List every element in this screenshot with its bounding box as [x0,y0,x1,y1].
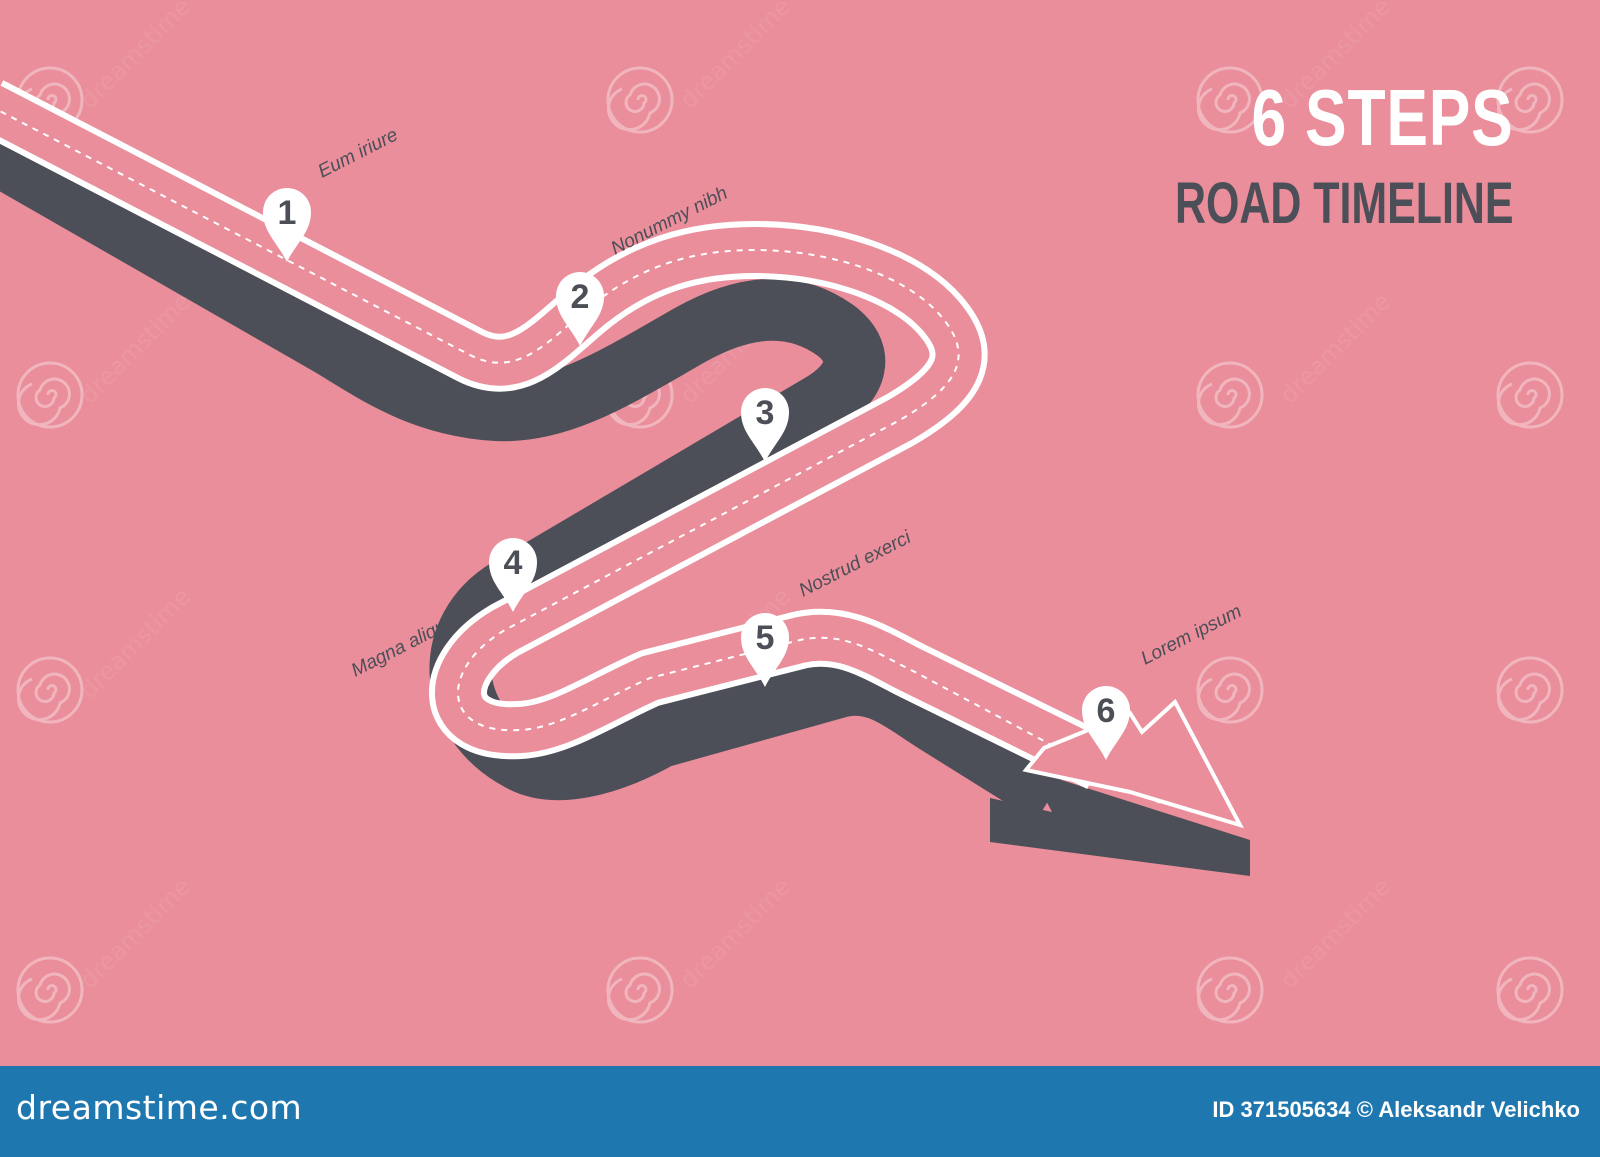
watermark-spiral-icon [1196,361,1264,429]
title-secondary: ROAD TIMELINE [1175,171,1514,236]
step-pin-marker [263,188,311,262]
watermark-spiral-icon [1496,956,1564,1024]
title-primary: 6 STEPS [1251,73,1514,162]
step-label: Nostrud exerci [796,527,915,602]
watermark-text: dreamstime [74,0,196,114]
watermark-spiral-icon [16,361,84,429]
watermark-spiral-icon [16,956,84,1024]
watermark-spiral-icon [1196,956,1264,1024]
road-side [0,123,1250,876]
step-pin-marker [489,538,537,612]
step-number: 4 [504,544,523,582]
footer-logo[interactable]: dreamstime.com [16,1088,303,1127]
road-top [0,80,1244,829]
watermark-spiral-icon [606,66,674,134]
arrow-head-side [990,770,1250,876]
watermark-text: dreamstime [74,583,196,705]
step-number: 1 [278,194,297,232]
footer-bar: dreamstime.com ID 371505634 © Aleksandr … [0,1066,1600,1157]
step-pin-marker [1082,686,1130,760]
watermark-spiral-icon [1196,656,1264,724]
road-center-dashes [0,110,1161,804]
road-side-path [0,123,1069,822]
step-pin-marker [556,272,604,346]
step-label: Eum iriure [315,124,402,182]
step-1: 1 Eum iriure [263,124,401,262]
road-timeline-canvas: dreamstime dreamstime dreamstime dreamstime… [0,0,1564,1024]
step-number: 3 [756,394,775,432]
step-number: 2 [571,278,590,316]
watermark-spiral-icon [16,656,84,724]
arrow-head-top [1022,698,1244,829]
watermark-spiral-icon [1496,361,1564,429]
title-block: 6 STEPS ROAD TIMELINE [1056,78,1514,236]
step-number: 5 [756,619,775,657]
step-pin-marker [741,613,789,687]
footer-credit: ID 371505634 © Aleksandr Velichko [1212,1097,1580,1122]
watermark-text: dreamstime [674,0,796,114]
watermark-text: dreamstime [74,873,196,995]
watermark-spiral-icon [1496,656,1564,724]
watermark-spiral-icon [606,956,674,1024]
step-pin-marker [741,388,789,462]
watermark-text: dreamstime [1274,288,1396,410]
watermark-text: dreamstime [74,288,196,410]
watermark-text: dreamstime [1274,873,1396,995]
watermark-text: dreamstime [674,873,796,995]
step-number: 6 [1097,692,1116,730]
